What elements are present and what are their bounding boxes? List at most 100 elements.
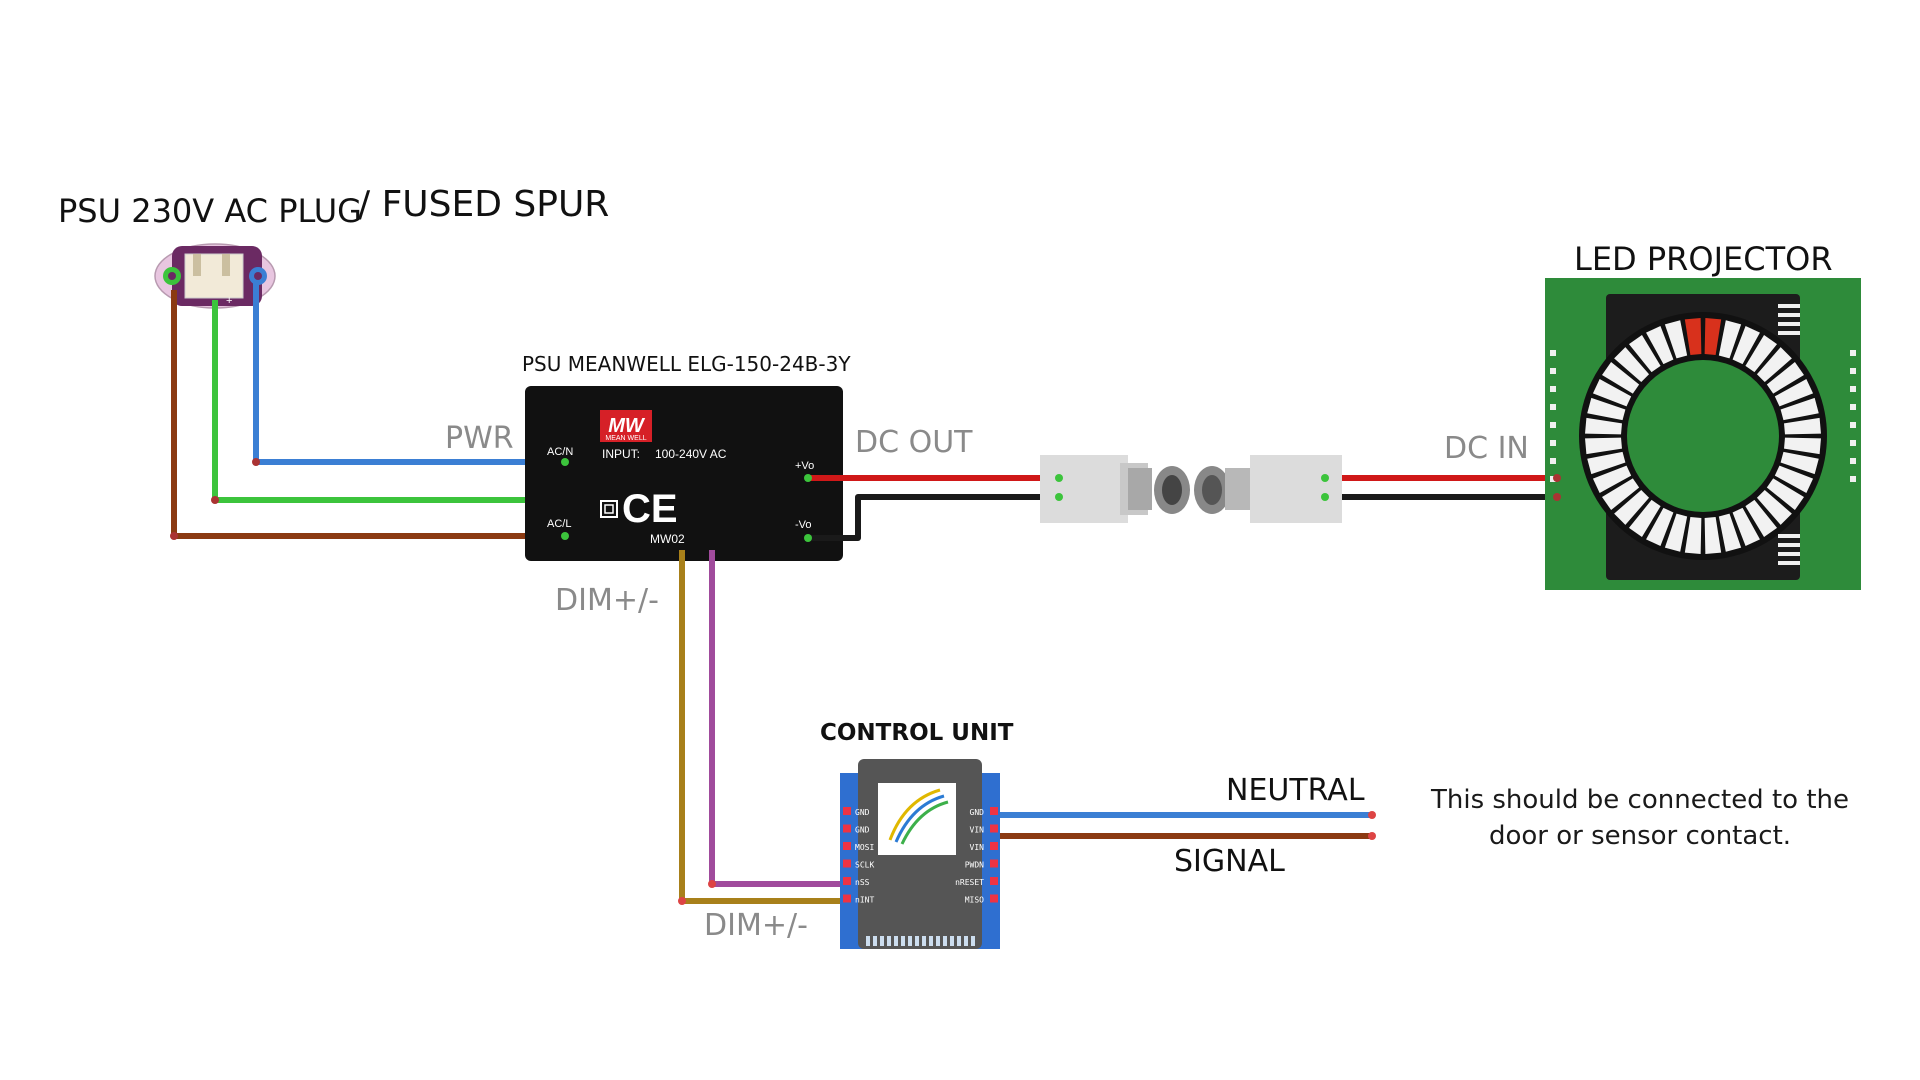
control-bottom-pad: [915, 936, 919, 946]
led-pad: [1778, 552, 1800, 556]
control-bottom-pad: [929, 936, 933, 946]
led-segment: [1602, 361, 1640, 394]
psu-input-label: INPUT:: [602, 447, 640, 461]
led-segment: [1585, 417, 1622, 435]
psu-meanwell: MW MEAN WELL INPUT: 100-240V AC CE MW02 …: [525, 386, 843, 561]
led-segment: [1684, 517, 1702, 554]
led-segment: [1780, 451, 1819, 475]
led-segment: [1766, 478, 1804, 511]
sensor-note-line-1: This should be connected to the: [1430, 785, 1849, 815]
led-segment: [1592, 379, 1632, 407]
control-pin-pad: [843, 824, 851, 833]
led-segment: [1628, 335, 1661, 373]
control-pin-label: SCLK: [855, 861, 874, 870]
control-pin-pad: [990, 842, 998, 850]
led-side-pads: [1550, 304, 1856, 565]
led-segment: [1704, 517, 1722, 554]
control-bottom-pad: [894, 936, 898, 946]
led-segment: [1664, 320, 1688, 359]
control-bottom-pad: [936, 936, 940, 946]
signal-label: SIGNAL: [1174, 844, 1285, 879]
control-bottom-pad: [950, 936, 954, 946]
led-segment: [1664, 513, 1688, 552]
pwr-label: PWR: [445, 421, 514, 456]
control-pin-pad: [843, 894, 851, 903]
led-segment: [1614, 489, 1650, 525]
control-pin-pad: [843, 859, 851, 868]
led-segment: [1732, 325, 1760, 365]
led-segment: [1587, 397, 1626, 421]
wire-neutral-blue: [253, 282, 565, 465]
psu-brand-sub: MEAN WELL: [605, 435, 646, 442]
wire-dim-purple: [709, 550, 852, 887]
neutral-label: NEUTRAL: [1226, 773, 1365, 808]
led-pad: [1778, 543, 1800, 547]
control-bottom-pad: [887, 936, 891, 946]
led-projector: [1545, 278, 1861, 590]
dc-in-label: DC IN: [1444, 431, 1529, 466]
control-bottom-pad: [943, 936, 947, 946]
led-pad: [1778, 322, 1800, 326]
led-segment: [1718, 513, 1742, 552]
psu-pin-acn: AC/N: [547, 446, 573, 458]
dc-out-label: DC OUT: [855, 425, 973, 460]
led-pad: [1550, 386, 1556, 392]
led-pad: [1850, 458, 1856, 464]
dc-connector-male: [1040, 455, 1190, 523]
control-pin-pad: [990, 859, 998, 868]
led-projector-title: LED PROJECTOR: [1574, 240, 1833, 278]
psu-ce-mark: CE: [622, 487, 678, 531]
wire-earth-green: [212, 300, 525, 503]
sensor-note-line-2: door or sensor contact.: [1488, 821, 1792, 851]
led-pad: [1778, 534, 1800, 538]
led-segment: [1756, 347, 1792, 383]
control-bottom-pad: [880, 936, 884, 946]
led-segment: [1756, 489, 1792, 525]
led-pad: [1850, 404, 1856, 410]
led-segment: [1766, 361, 1804, 394]
led-segment: [1628, 499, 1661, 537]
led-pad: [1778, 331, 1800, 335]
sensor-note: This should be connected to the door or …: [1410, 782, 1870, 854]
led-segment: [1646, 325, 1674, 365]
control-pin-pad: [843, 842, 851, 850]
led-pad: [1850, 440, 1856, 446]
led-segment: [1585, 437, 1622, 455]
dc-wires: [808, 475, 1557, 541]
led-pad: [1550, 368, 1556, 374]
psu-input-value: 100-240V AC: [655, 447, 727, 461]
psu-pin-acl: AC/L: [547, 518, 571, 530]
control-pin-label: VIN: [970, 843, 985, 852]
control-pin-label: GND: [855, 808, 870, 817]
led-pad: [1550, 350, 1556, 356]
control-bottom-pad: [922, 936, 926, 946]
led-pad: [1850, 476, 1856, 482]
control-bottom-pad: [908, 936, 912, 946]
led-segment: [1614, 347, 1650, 383]
control-bottom-pad: [873, 936, 877, 946]
led-pad: [1850, 386, 1856, 392]
dim-label-top: DIM+/-: [555, 583, 659, 618]
led-pad: [1850, 350, 1856, 356]
control-unit-title: CONTROL UNIT: [820, 720, 1014, 746]
ac-plug: +: [154, 243, 276, 309]
control-pin-label: nRESET: [955, 878, 984, 887]
control-pin-label: MISO: [965, 896, 984, 905]
led-pad: [1550, 404, 1556, 410]
control-pin-pad: [990, 807, 998, 815]
led-segment: [1718, 320, 1742, 359]
psu-pin-vo-plus: +Vo: [795, 460, 814, 472]
led-pad: [1550, 440, 1556, 446]
control-bottom-pad: [964, 936, 968, 946]
plug-title-suffix: / FUSED SPUR: [358, 184, 609, 225]
led-segment: [1745, 499, 1778, 537]
psu-title: PSU MEANWELL ELG-150-24B-3Y: [522, 352, 851, 376]
control-pin-pad: [990, 824, 998, 833]
led-pad: [1850, 422, 1856, 428]
led-ring: [1585, 318, 1821, 554]
control-bottom-pads: [866, 936, 975, 946]
led-segment: [1784, 417, 1821, 435]
